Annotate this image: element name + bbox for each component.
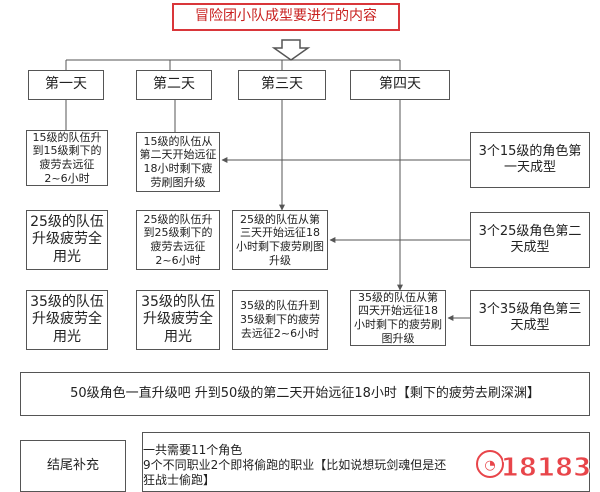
watermark-logo: ◔ 18183 — [476, 450, 592, 484]
ending-notes: 一共需要11个角色 9个不同职业2个即将偷跑的职业【比如说想玩剑魂但是还 狂战士… — [142, 432, 590, 492]
day-2-label: 第二天 — [136, 70, 212, 100]
svg-text:18183: 18183 — [501, 453, 591, 483]
day-1-label: 第一天 — [28, 70, 104, 100]
svg-text:◔: ◔ — [484, 458, 495, 473]
col1-step-3: 35级的队伍升级疲劳全用光 — [26, 290, 108, 350]
col1-step-1: 15级的队伍升到15级剩下的疲劳去远征2~6小时 — [26, 130, 108, 186]
col2-step-2: 25级的队伍升到25级剩下的疲劳去远征2~6小时 — [136, 210, 220, 270]
diagram-title: 冒险团小队成型要进行的内容 — [172, 3, 400, 31]
ending-label: 结尾补充 — [20, 440, 126, 492]
ending-line-1: 一共需要11个角色 — [143, 442, 243, 457]
col3-step-2: 35级的队伍升到35级剩下的疲劳去远征2~6小时 — [232, 290, 328, 350]
col1-step-2: 25级的队伍升级疲劳全用光 — [26, 210, 108, 270]
day-4-label: 第四天 — [350, 70, 450, 100]
ending-line-2: 9个不同职业2个即将偷跑的职业【比如说想玩剑魂但是还 — [143, 457, 447, 472]
col3-step-1: 25级的队伍从第三天开始远征18小时剩下疲劳刷图升级 — [232, 210, 328, 270]
summary-box: 50级角色一直升级吧 升到50级的第二天开始远征18小时【剩下的疲劳去刷深渊】 — [20, 372, 590, 416]
col4-step-1: 35级的队伍从第四天开始远征18小时剩下的疲劳刷图升级 — [350, 290, 446, 346]
hollow-down-arrow — [271, 39, 311, 61]
side-note-25: 3个25级角色第二天成型 — [470, 212, 590, 268]
day-3-label: 第三天 — [238, 70, 326, 100]
col2-step-1: 15级的队伍从第二天开始远征18小时剩下疲劳刷图升级 — [136, 132, 220, 192]
side-note-15: 3个15级的角色第一天成型 — [470, 132, 590, 188]
ending-line-3: 狂战士偷跑】 — [143, 472, 216, 487]
side-note-35: 3个35级角色第三天成型 — [470, 290, 590, 346]
col2-step-3: 35级的队伍升级疲劳全用光 — [136, 290, 220, 350]
